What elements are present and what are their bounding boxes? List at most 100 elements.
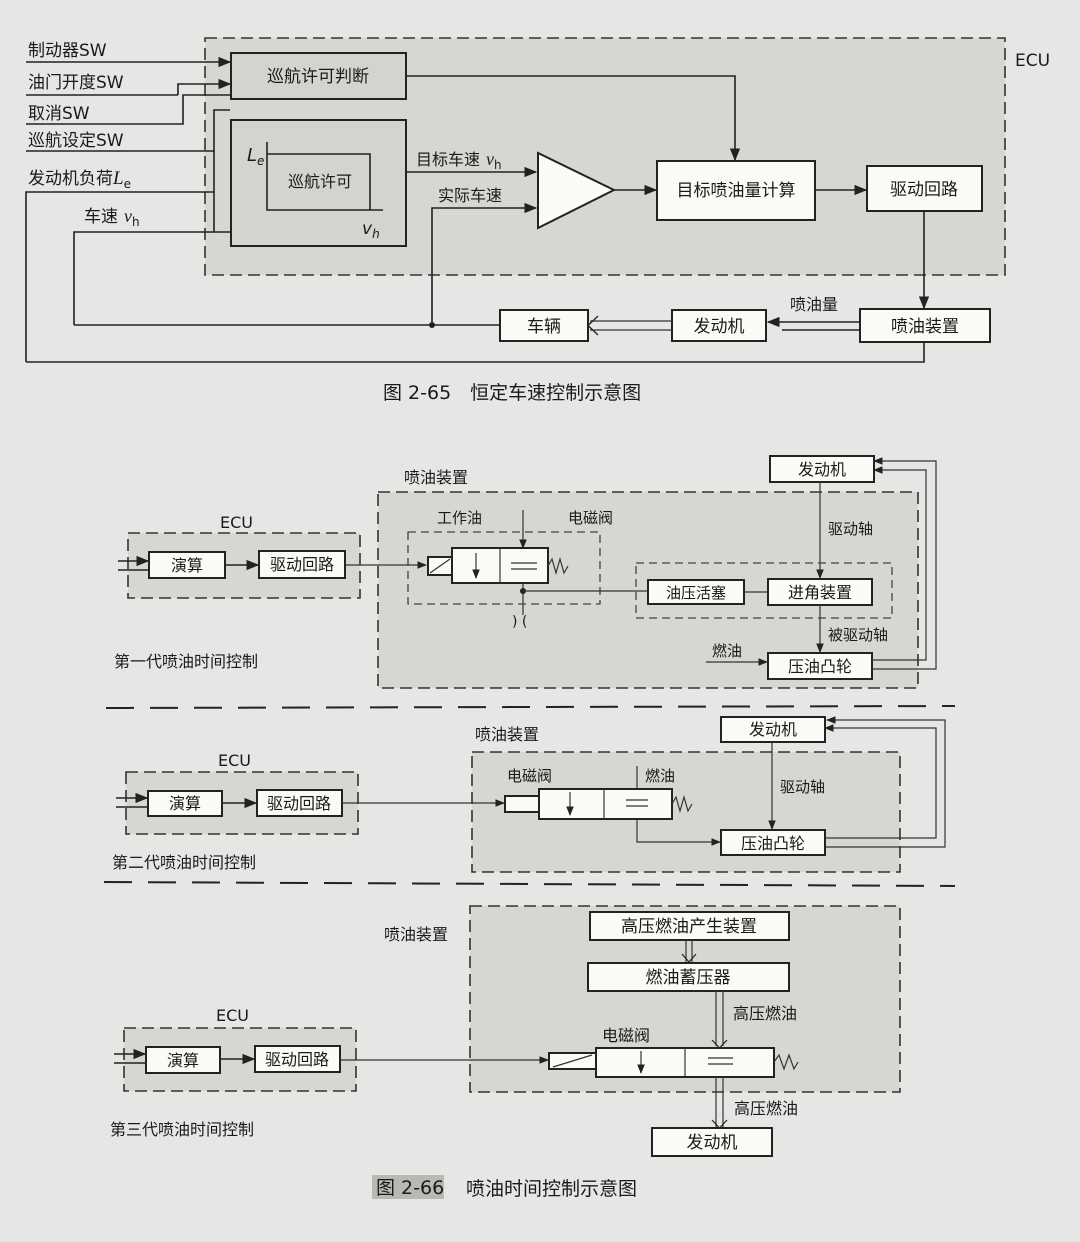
graph-y-axis-label: Le [247, 145, 264, 168]
cruise-permit-box [230, 119, 407, 247]
gen3-injector-title: 喷油装置 [384, 925, 448, 944]
gen1-spring-icon [547, 556, 569, 576]
gen2-solenoid-coil [504, 795, 540, 813]
gen3-ecu-label: ECU [216, 1006, 249, 1025]
gen2-calc-box [147, 790, 223, 817]
gen3-hp-fuel-bottom-label: 高压燃油 [734, 1099, 798, 1118]
caption-2-66-highlight [372, 1175, 444, 1199]
gen1-piston-label: 油压活塞 [666, 584, 726, 602]
gen2-calc-label: 演算 [169, 794, 201, 813]
input-cruise-set-sw: 巡航设定SW [28, 131, 124, 151]
gen3-accumulator-label: 燃油蓄压器 [646, 968, 731, 988]
actual-speed-line [431, 202, 538, 325]
gen2-cam-label: 压油凸轮 [741, 834, 805, 853]
gen2-return-line-a [824, 724, 937, 839]
gen3-calc-label: 演算 [167, 1051, 199, 1070]
engine-load-line [25, 191, 214, 362]
separator-1 [105, 705, 956, 709]
engine-label: 发动机 [694, 317, 745, 337]
gen3-drive-label: 驱动回路 [265, 1050, 329, 1069]
drive-circuit-box [866, 165, 983, 212]
gen2-drive-label: 驱动回路 [267, 794, 331, 813]
input-engine-load: 发动机负荷Le [28, 168, 131, 191]
gen3-spring-icon [773, 1053, 799, 1071]
injector-label: 喷油装置 [891, 317, 959, 337]
caption-2-66-number: 图 2-66 [376, 1177, 444, 1199]
ecu-label: ECU [1015, 51, 1050, 71]
judge-to-calc-line [406, 75, 741, 162]
separator-2 [103, 881, 956, 887]
graph-axes [266, 142, 383, 211]
gen2-valve-body [538, 788, 673, 820]
gen1-calc-label: 演算 [171, 556, 203, 575]
gen3-hp-gen-box [589, 911, 790, 941]
gen2-solenoid-label: 电磁阀 [507, 767, 552, 785]
comparator-triangle [537, 151, 617, 230]
vehicle-box [499, 309, 589, 342]
gen3-hp-fuel-top-label: 高压燃油 [733, 1004, 797, 1023]
speed-junction-dot [429, 322, 435, 328]
gen3-coil-slash [552, 1054, 593, 1068]
drive-circuit-label: 驱动回路 [890, 180, 958, 200]
gen1-drive-label: 驱动回路 [270, 555, 334, 574]
gen2-engine-box [720, 716, 826, 743]
gen2-drive-shaft-label: 驱动轴 [780, 778, 825, 796]
gen1-engine-label: 发动机 [798, 460, 846, 479]
cruise-set-line [26, 109, 230, 152]
injection-amount-label: 喷油量 [790, 295, 838, 314]
input-throttle-sw: 油门开度SW [28, 73, 124, 93]
cancel-line [26, 94, 230, 125]
vehicle-label: 车辆 [527, 317, 561, 337]
actual-speed-label: 实际车速 [438, 186, 502, 205]
gen1-valve-region [407, 531, 601, 605]
gen1-advance-label: 进角装置 [788, 583, 852, 602]
graph-region [267, 153, 371, 210]
gen1-return-line-b [872, 457, 937, 670]
gen3-accumulator-box [587, 962, 790, 992]
figure-2-66-gen2: 喷油装置 ECU 演算 驱动回路 电磁阀 燃油 发动机 驱动轴 压油凸轮 第二代… [112, 716, 946, 873]
gen1-driven-shaft-label: 被驱动轴 [828, 626, 888, 644]
gen2-label: 第二代喷油时间控制 [112, 853, 256, 872]
cruise-judge-label: 巡航许可判断 [267, 67, 369, 87]
gen1-drive-box [258, 550, 346, 579]
gen2-ecu-label: ECU [218, 751, 251, 770]
gen2-cam-box [720, 829, 826, 856]
gen2-valve-to-cam [636, 819, 721, 846]
fuel-calc-box [656, 160, 816, 221]
engine-load-return-line [26, 342, 925, 363]
gen1-work-oil-label: 工作油 [437, 509, 482, 527]
gen3-hp-gen-label: 高压燃油产生装置 [621, 917, 757, 937]
gen1-fuel-label: 燃油 [712, 642, 742, 660]
cruise-permit-label: 巡航许可 [288, 172, 352, 191]
caption-2-65: 图 2-65 恒定车速控制示意图 [383, 382, 641, 404]
gen1-drain-symbol: ) ( [512, 614, 527, 630]
gen2-engine-label: 发动机 [749, 720, 797, 739]
graph-x-axis-label: vh [362, 219, 380, 241]
gen1-cam-label: 压油凸轮 [788, 657, 852, 676]
input-cancel-sw: 取消SW [28, 104, 90, 124]
gen3-drive-box [254, 1045, 341, 1073]
figure-2-66-gen1: 喷油装置 ECU 演算 驱动回路 工作油 电磁阀 ) ( 油压活塞 进角装置 [114, 455, 937, 689]
gen1-coil-slash [429, 558, 451, 574]
gen3-solenoid-label: 电磁阀 [602, 1026, 650, 1045]
gen3-valve-to-engine-arrowhead [711, 1119, 728, 1129]
engine-box [671, 309, 767, 342]
caption-2-66-text: 喷油时间控制示意图 [466, 1178, 637, 1200]
gen2-injector-title: 喷油装置 [475, 725, 539, 744]
gen1-return-line-a [872, 466, 927, 661]
gen1-drive-shaft-label: 驱动轴 [828, 520, 873, 538]
throttle-line-2 [177, 78, 232, 95]
gen3-engine-box [651, 1127, 773, 1157]
gen2-return-line-b [825, 716, 946, 848]
gen3-label: 第三代喷油时间控制 [110, 1120, 254, 1139]
gen1-cam-box [767, 652, 873, 680]
gen1-label: 第一代喷油时间控制 [114, 652, 258, 671]
gen1-injector-title: 喷油装置 [404, 468, 468, 487]
gen1-calc-box [148, 551, 226, 579]
gen3-engine-label: 发动机 [687, 1133, 738, 1153]
speed-feedback-line [73, 231, 214, 325]
gen1-ecu-label: ECU [220, 513, 253, 532]
